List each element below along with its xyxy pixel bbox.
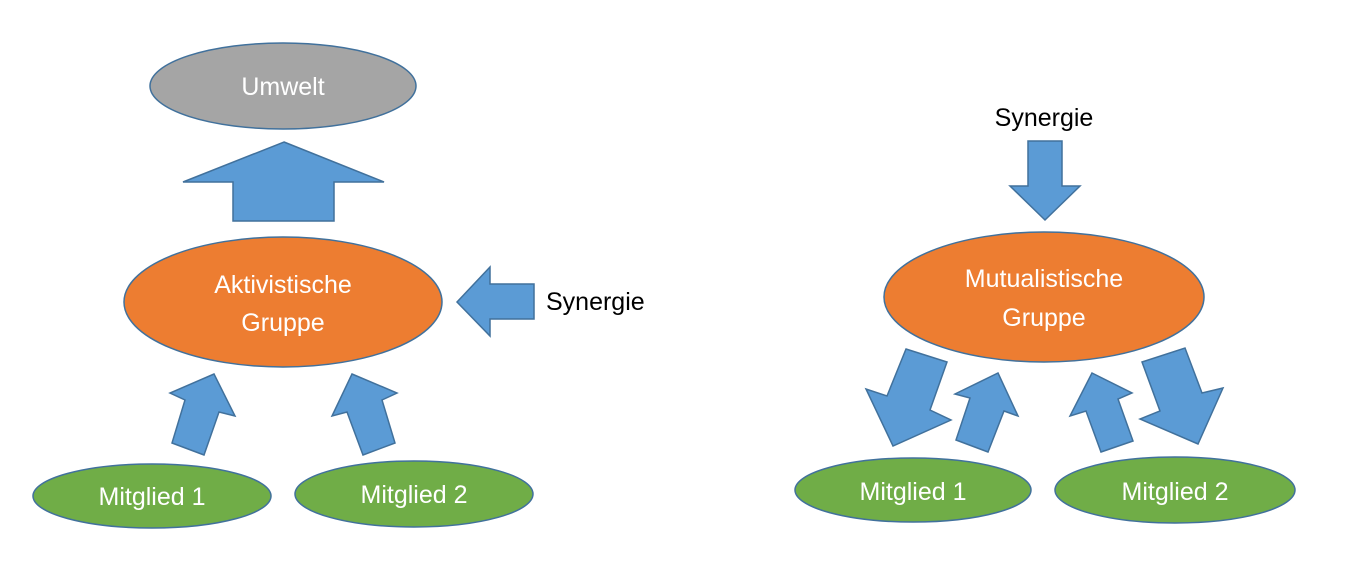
member2-label: Mitglied 2 [1122, 478, 1229, 506]
arrow-up-right-icon [952, 371, 1020, 453]
activist-group-ellipse [123, 236, 443, 368]
member2-ellipse [294, 460, 534, 528]
arrow-up-left-icon [1068, 371, 1134, 453]
synergy-label: Synergie [546, 288, 645, 316]
member2-label: Mitglied 2 [361, 481, 468, 509]
environment-label: Umwelt [241, 73, 324, 101]
environment-ellipse [149, 42, 417, 130]
mutualist-group-ellipse [883, 231, 1205, 363]
member1-label: Mitglied 1 [99, 483, 206, 511]
arrow-down-icon [1008, 140, 1082, 222]
arrow-up-right-icon [168, 373, 237, 456]
member1-ellipse [32, 463, 272, 529]
arrow-up-left-icon [330, 373, 399, 456]
arrow-up-icon [182, 141, 385, 222]
activist-group-label-line2: Gruppe [241, 309, 324, 337]
member2-ellipse [1054, 456, 1296, 524]
arrow-left-icon [455, 265, 535, 338]
mutualist-group-label-line2: Gruppe [1002, 304, 1085, 332]
activist-group-label-line1: Aktivistische [214, 271, 352, 299]
synergy-label: Synergie [995, 104, 1094, 132]
arrow-down-left-icon [864, 348, 953, 447]
arrow-down-right-icon [1138, 347, 1225, 445]
mutualist-group-label-line1: Mutualistische [965, 265, 1123, 293]
member1-label: Mitglied 1 [860, 478, 967, 506]
member1-ellipse [794, 457, 1032, 523]
